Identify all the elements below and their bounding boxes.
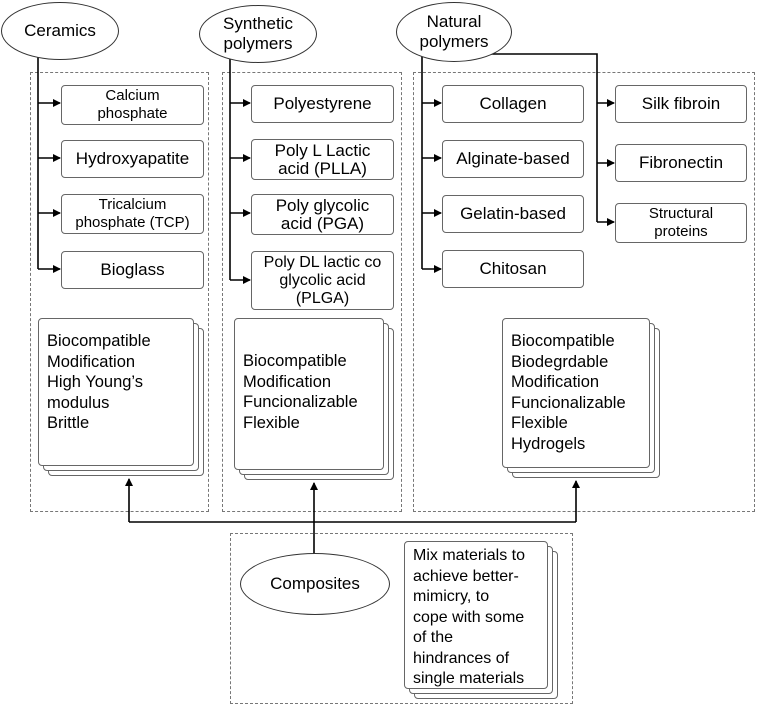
synthetic-polymers-group — [222, 72, 402, 512]
composites-ellipse: Composites — [240, 553, 390, 615]
synthetic-polymers-ellipse: Synthetic polymers — [199, 5, 317, 63]
ceramics-item: Tricalcium phosphate (TCP) — [61, 194, 204, 234]
ceramics-ellipse: Ceramics — [1, 2, 119, 60]
natural-polymer-item: Collagen — [442, 85, 584, 123]
ceramics-group — [30, 72, 209, 512]
composites-description-text: Mix materials to achieve better- mimicry… — [404, 541, 548, 689]
ceramics-item: Hydroxyapatite — [61, 140, 204, 178]
ceramics-properties-text: Biocompatible Modification High Young’s … — [38, 318, 194, 466]
synthetic-polymer-item: Poly glycolic acid (PGA) — [251, 194, 394, 235]
ceramics-item: Calcium phosphate — [61, 85, 204, 125]
synthetic-polymer-item: Poly DL lactic co glycolic acid (PLGA) — [251, 251, 394, 310]
natural-properties-card: Biocompatible Biodegrdable Modification … — [502, 318, 662, 480]
natural-polymer-item: Gelatin-based — [442, 195, 584, 233]
natural-polymer-item: Fibronectin — [615, 144, 747, 182]
composites-group — [230, 533, 573, 704]
ceramics-item: Bioglass — [61, 251, 204, 289]
synthetic-polymer-item: Polyestyrene — [251, 85, 394, 123]
natural-polymers-group — [413, 72, 755, 512]
synthetic-properties-text: Biocompatible Modification Funcionalizab… — [234, 318, 384, 470]
composites-description-card: Mix materials to achieve better- mimicry… — [404, 541, 560, 701]
natural-polymer-item: Silk fibroin — [615, 85, 747, 123]
synthetic-properties-card: Biocompatible Modification Funcionalizab… — [234, 318, 396, 482]
natural-polymer-item: Structural proteins — [615, 203, 747, 243]
natural-polymers-ellipse: Natural polymers — [396, 2, 512, 62]
natural-polymer-item: Chitosan — [442, 250, 584, 288]
synthetic-polymer-item: Poly L Lactic acid (PLLA) — [251, 139, 394, 180]
ceramics-properties-card: Biocompatible Modification High Young’s … — [38, 318, 206, 478]
natural-polymer-item: Alginate-based — [442, 140, 584, 178]
natural-properties-text: Biocompatible Biodegrdable Modification … — [502, 318, 650, 468]
